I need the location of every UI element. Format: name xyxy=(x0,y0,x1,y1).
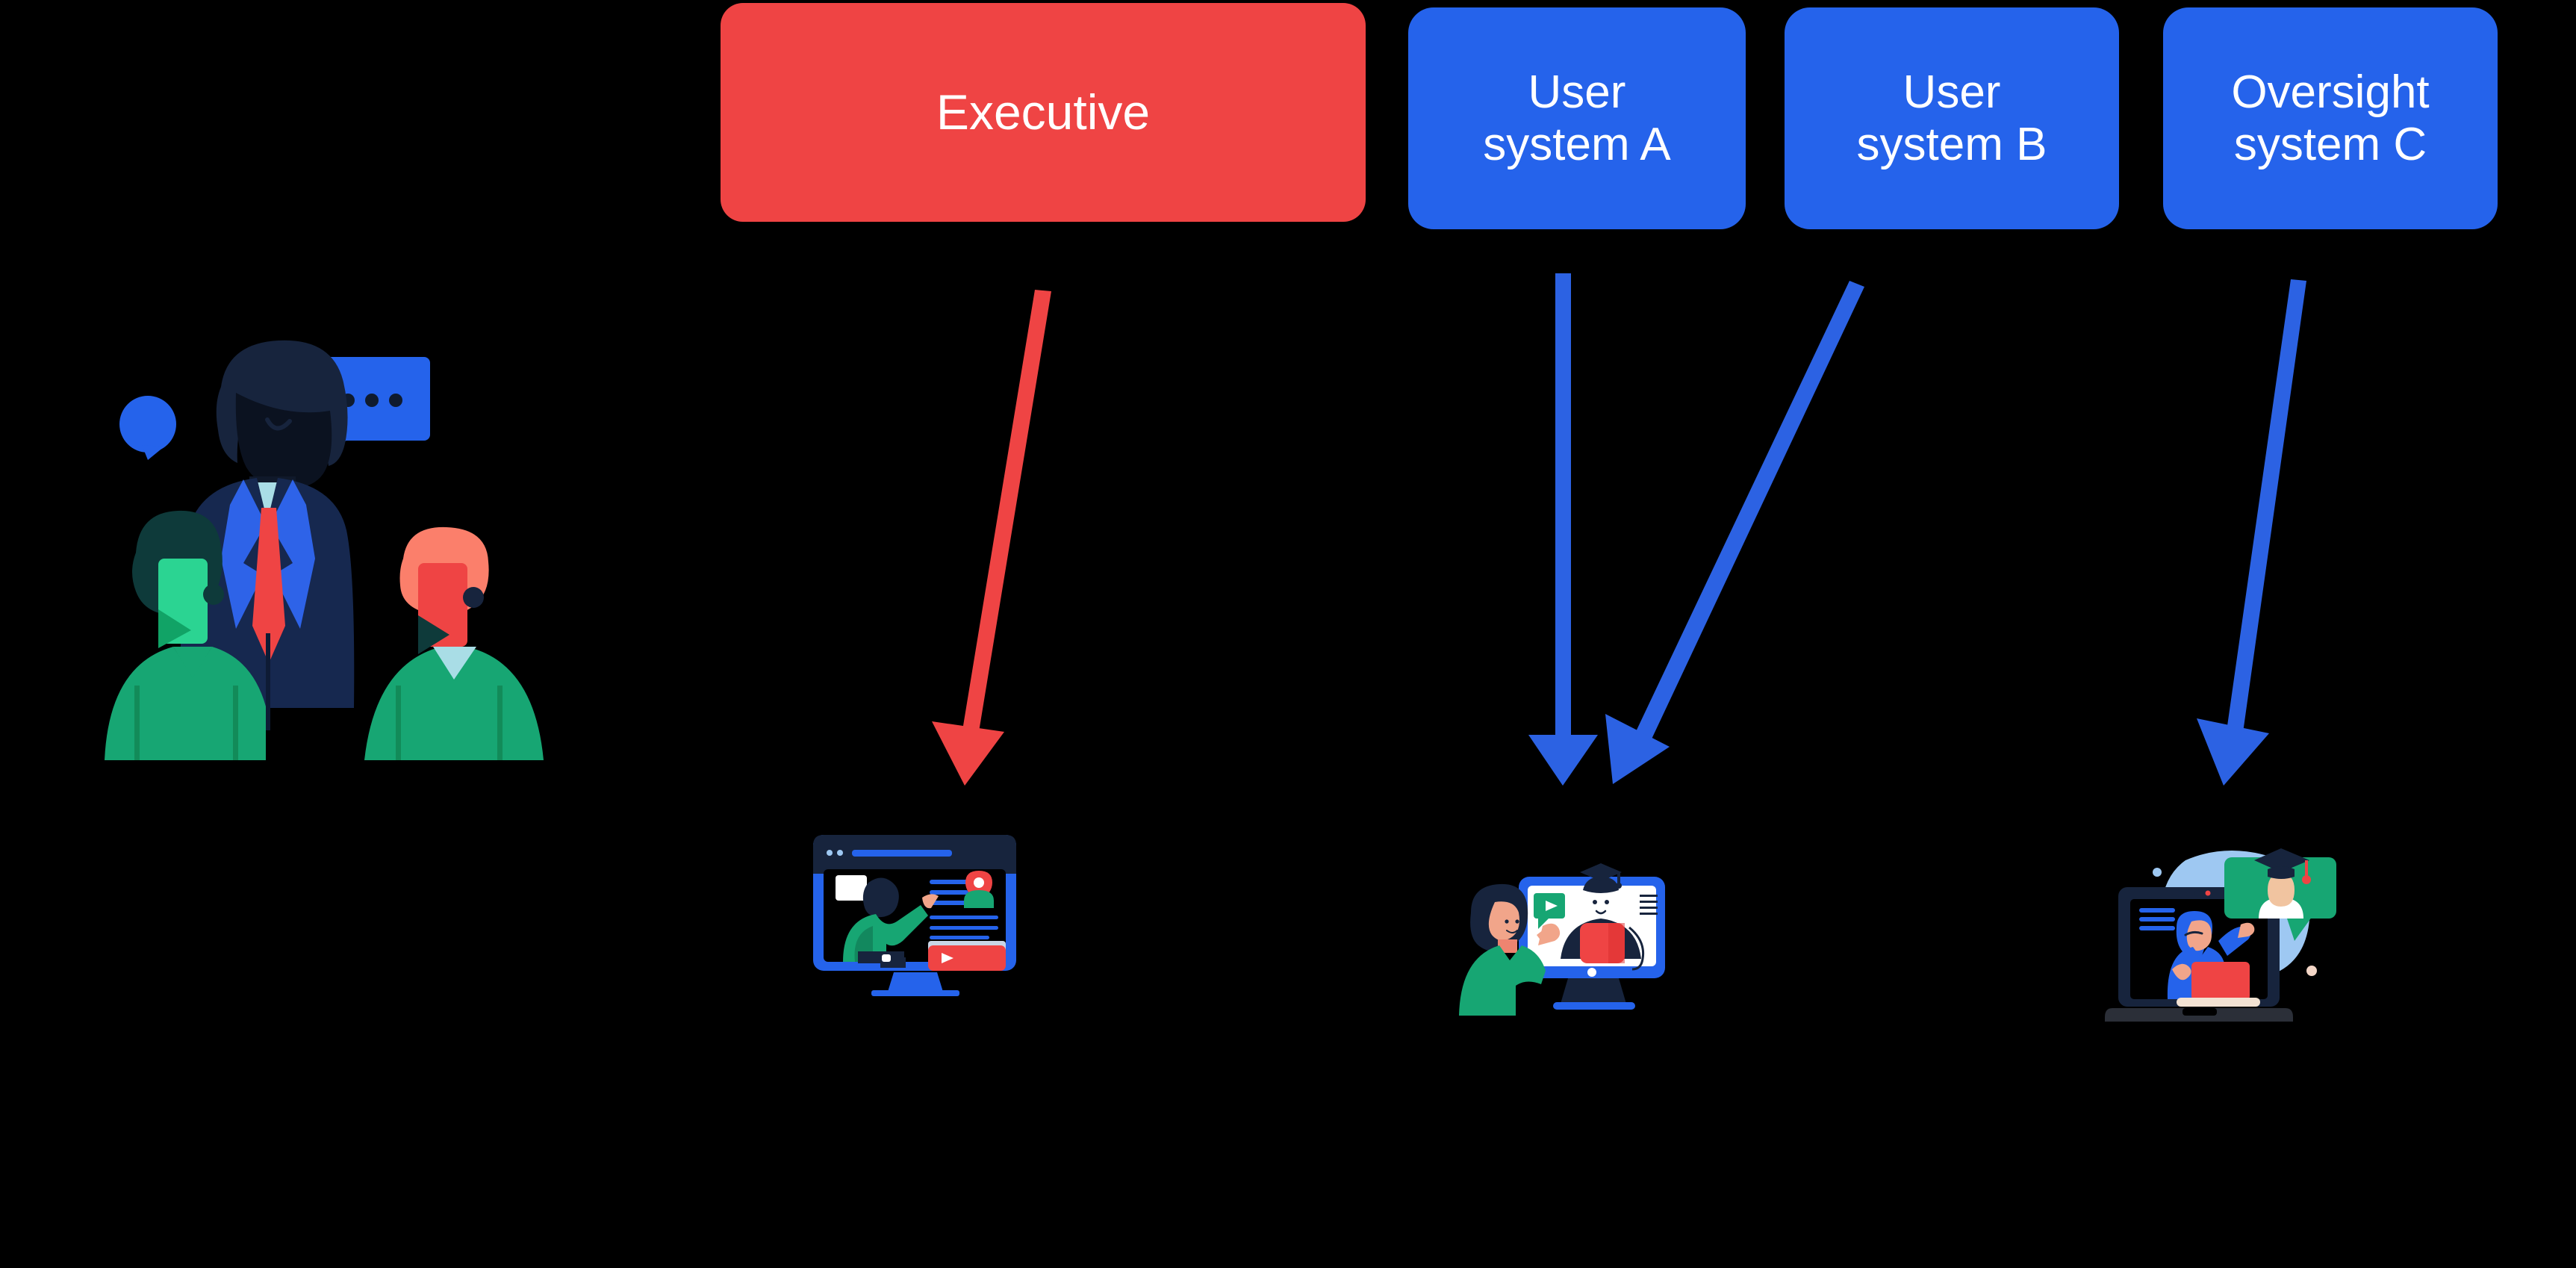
woman-figure xyxy=(1459,883,1561,1016)
node-executive-label: Executive xyxy=(936,84,1151,140)
executive-with-team-illustration xyxy=(105,340,544,760)
arrow-oversight-system-c-to-laptop xyxy=(2197,279,2306,786)
graduate-bubble-icon xyxy=(2224,848,2336,941)
presenter-figure xyxy=(843,877,939,968)
node-user-system-b[interactable]: User system B xyxy=(1785,7,2119,229)
right-colleague-figure xyxy=(364,526,544,760)
decor-dot-icon xyxy=(2306,966,2317,976)
decor-dot-icon xyxy=(2153,868,2162,877)
play-bubble-icon xyxy=(1534,893,1565,929)
arrow-executive-to-presenter xyxy=(932,290,1051,786)
node-executive[interactable]: Executive xyxy=(721,3,1366,222)
executive-figure xyxy=(180,340,355,730)
online-class-illustration xyxy=(1459,863,1665,1016)
left-colleague-figure xyxy=(105,510,266,760)
node-user-system-a[interactable]: User system A xyxy=(1408,7,1746,229)
node-oversight-system-c-label: Oversight system C xyxy=(2231,66,2430,170)
dot-bubble-icon xyxy=(119,396,176,460)
node-oversight-system-c[interactable]: Oversight system C xyxy=(2163,7,2498,229)
laptop-graduate-illustration xyxy=(2105,848,2336,1022)
location-pin-avatar-icon xyxy=(964,871,994,908)
presenter-on-monitor-illustration xyxy=(813,835,1016,996)
node-user-system-b-label: User system B xyxy=(1856,66,2047,170)
arrow-user-system-b-to-classroom xyxy=(1605,281,1864,784)
arrow-user-system-a-to-classroom xyxy=(1528,273,1598,786)
node-user-system-a-label: User system A xyxy=(1483,66,1671,170)
